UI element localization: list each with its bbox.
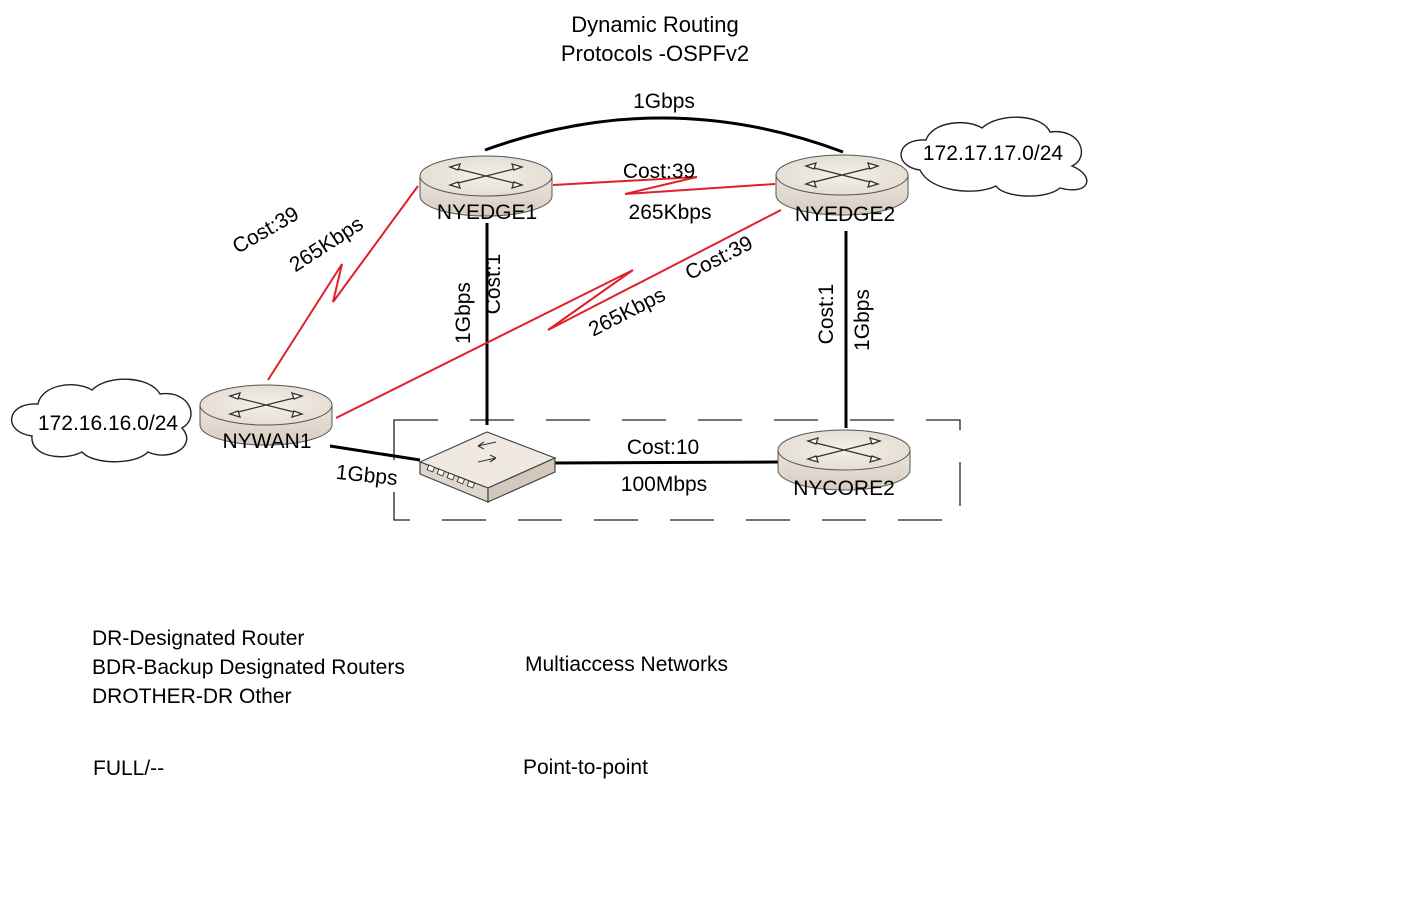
link-label-switch-core-bandwidth: 100Mbps bbox=[621, 473, 707, 496]
serial-link-nyedge1-nyedge2 bbox=[552, 176, 776, 195]
legend-full: FULL/-- bbox=[93, 757, 164, 780]
diagram-title-line2: Protocols -OSPFv2 bbox=[561, 41, 749, 66]
network-label-right: 172.17.17.0/24 bbox=[923, 142, 1063, 165]
link-switch-nycore2 bbox=[552, 460, 779, 465]
switch-icon bbox=[418, 431, 557, 503]
link-label-edge-cost: Cost:39 bbox=[623, 160, 695, 183]
legend-multiaccess: Multiaccess Networks bbox=[525, 653, 728, 676]
diagram-title-line1: Dynamic Routing bbox=[571, 12, 739, 37]
legend-point-to-point: Point-to-point bbox=[523, 756, 648, 779]
router-nyedge2-icon bbox=[775, 154, 909, 216]
link-label-wan-edge2-cost: Cost:39 bbox=[682, 232, 757, 285]
legend-drother: DROTHER-DR Other bbox=[92, 685, 292, 708]
router-label-nywan1: NYWAN1 bbox=[222, 430, 311, 453]
link-nywan1-switch bbox=[329, 444, 421, 462]
multiaccess-segment-box bbox=[393, 419, 961, 521]
legend-bdr: BDR-Backup Designated Routers bbox=[92, 656, 405, 679]
router-nycore2-icon bbox=[777, 429, 911, 491]
router-label-nycore2: NYCORE2 bbox=[793, 477, 895, 500]
cloud-left-icon bbox=[11, 378, 192, 463]
link-label-wan-edge2-bandwidth: 265Kbps bbox=[585, 283, 669, 341]
link-label-switch-core-cost: Cost:10 bbox=[627, 436, 699, 459]
legend-dr: DR-Designated Router bbox=[92, 627, 304, 650]
router-nyedge1-icon bbox=[419, 155, 553, 217]
link-nyedge1-nyedge2-arc bbox=[484, 116, 844, 154]
link-label-edge2-core-cost: Cost:1 bbox=[815, 284, 838, 345]
link-label-edge-bandwidth: 265Kbps bbox=[629, 201, 712, 224]
router-label-nyedge2: NYEDGE2 bbox=[795, 203, 895, 226]
serial-link-nywan1-nyedge1 bbox=[267, 185, 419, 381]
router-nywan1-icon bbox=[199, 384, 333, 446]
link-label-wan-edge1-cost: Cost:39 bbox=[229, 202, 303, 258]
link-label-wan-switch-bandwidth: 1Gbps bbox=[335, 461, 399, 490]
link-label-edge2-core-bandwidth: 1Gbps bbox=[851, 289, 874, 351]
cloud-right-icon bbox=[900, 116, 1088, 197]
network-label-left: 172.16.16.0/24 bbox=[38, 412, 178, 435]
link-label-top-arc-bandwidth: 1Gbps bbox=[633, 90, 695, 113]
link-label-edge1-switch-bandwidth: 1Gbps bbox=[452, 282, 475, 344]
link-label-edge1-switch-cost: Cost:1 bbox=[482, 254, 505, 315]
serial-link-nywan1-nyedge2 bbox=[335, 209, 782, 419]
router-label-nyedge1: NYEDGE1 bbox=[437, 201, 537, 224]
